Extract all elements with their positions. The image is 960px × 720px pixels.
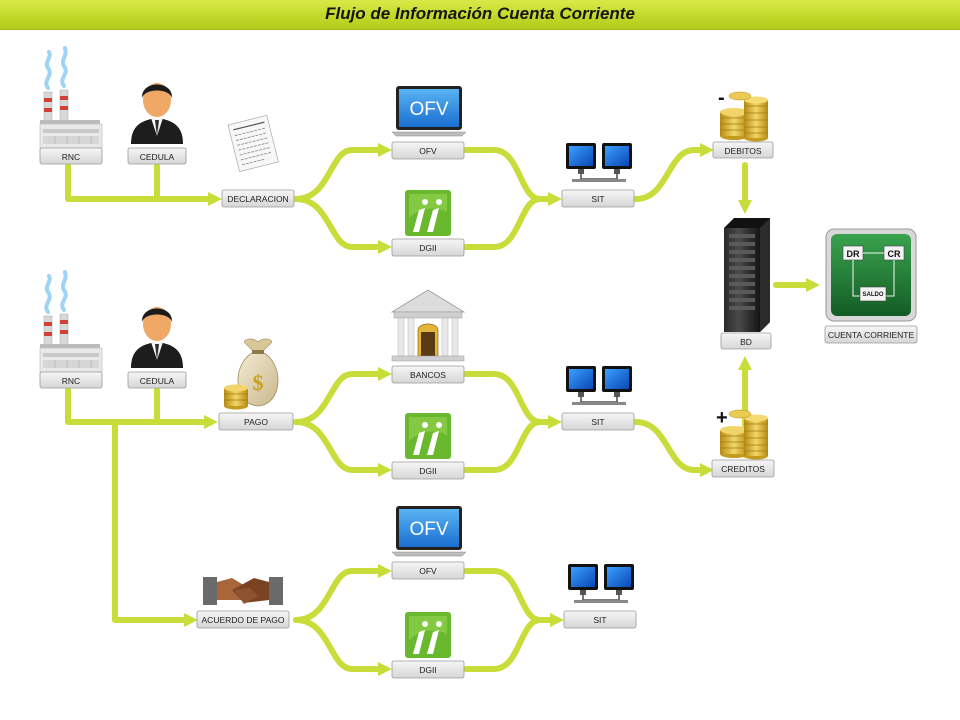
dgii-logo-icon [405, 612, 451, 658]
acuerdo-de-pago-node: ACUERDO DE PAGO [196, 577, 290, 629]
sit-node-3: SIT [563, 563, 637, 629]
cuenta-corriente-node: DR CR SALDO CUENTA CORRIENTE [824, 228, 918, 344]
computer-network-icon [565, 142, 633, 183]
connector-pago-bancos [293, 371, 383, 425]
connector-dgii2-sit [463, 419, 543, 473]
dgii-label: DGII [419, 243, 436, 253]
credit-sign: + [716, 407, 728, 429]
connector-declaracion-dgii [293, 196, 383, 250]
debit-sign: - [718, 87, 725, 109]
connector-dgii3-sit [463, 617, 543, 672]
connector-sit-debitos [633, 147, 705, 202]
dgii-label: DGII [419, 665, 436, 675]
rnc-label: RNC [62, 152, 80, 162]
connector-acuerdo-dgii [293, 617, 383, 672]
factory-icon [38, 270, 104, 374]
server-rack-icon [724, 218, 770, 332]
connector-acuerdo-ofv [293, 568, 383, 623]
ofv-screen-text: OFV [409, 519, 448, 540]
cuenta-corriente-label: CUENTA CORRIENTE [828, 330, 915, 340]
bank-building-icon [390, 289, 466, 362]
cedula-label: CEDULA [140, 152, 175, 162]
connector-sit-creditos [633, 419, 705, 473]
ofv-node-3: OFV OFV [391, 505, 467, 580]
ofv-label: OFV [419, 146, 437, 156]
creditos-label: CREDITOS [721, 464, 765, 474]
connector-bancos-sit [463, 371, 553, 425]
dgii-node-1: DGII [391, 190, 465, 257]
debitos-label: DEBITOS [724, 146, 761, 156]
sit-label: SIT [591, 417, 604, 427]
tax-document-icon [227, 114, 279, 172]
debitos-node: - DEBITOS [712, 87, 774, 159]
sit-node-1: SIT [561, 142, 635, 208]
declaracion-label: DECLARACION [227, 194, 288, 204]
sit-node-2: SIT [561, 365, 635, 431]
acuerdo-de-pago-label: ACUERDO DE PAGO [202, 615, 285, 625]
factory-icon [38, 46, 104, 150]
dgii-logo-icon [405, 413, 451, 459]
money-bag-icon: $ [224, 338, 279, 410]
dr-label: DR [847, 249, 860, 259]
saldo-label: SALDO [863, 292, 884, 298]
connector-ofv3-sit [463, 568, 555, 623]
ofv-label: OFV [419, 566, 437, 576]
connector-arrowheads [184, 143, 820, 676]
ledger-screen-icon: DR CR SALDO [825, 228, 917, 322]
dgii-label: DGII [419, 466, 436, 476]
title-bar: Flujo de Información Cuenta Corriente [0, 0, 960, 30]
rnc-node-2: RNC [38, 270, 104, 389]
cedula-label: CEDULA [140, 376, 175, 386]
cr-label: CR [888, 249, 901, 259]
connector-dgii-sit [463, 196, 543, 250]
svg-text:$: $ [253, 370, 264, 395]
bancos-label: BANCOS [410, 370, 446, 380]
cedula-node-1: CEDULA [127, 83, 187, 165]
handshake-icon [203, 577, 283, 605]
coin-stack-icon [719, 91, 769, 142]
dgii-logo-icon [405, 190, 451, 236]
rnc-node-1: RNC [38, 46, 104, 165]
dgii-node-3: DGII [391, 612, 465, 679]
connector-ofv-sit [463, 147, 553, 202]
connector-rnc-acuerdo [112, 419, 189, 623]
sit-label: SIT [591, 194, 604, 204]
connector-lines [65, 147, 811, 672]
ofv-screen-text: OFV [409, 99, 448, 120]
ofv-node-1: OFV OFV [391, 85, 467, 160]
dgii-node-2: DGII [391, 413, 465, 480]
cedula-node-2: CEDULA [127, 307, 187, 389]
businessman-icon [131, 307, 183, 368]
sit-label: SIT [593, 615, 606, 625]
connector-rnc-declaracion [65, 163, 215, 202]
pago-label: PAGO [244, 417, 268, 427]
creditos-node: + CREDITOS [711, 407, 775, 478]
bd-label: BD [740, 337, 752, 347]
rnc-label: RNC [62, 376, 80, 386]
bd-node: BD [720, 218, 772, 350]
pago-node: $ PAGO [218, 338, 294, 431]
computer-network-icon [567, 563, 635, 604]
connector-declaracion-ofv [293, 147, 383, 202]
connector-pago-dgii [293, 419, 383, 473]
connector-rnc-pago [65, 387, 211, 425]
page-title: Flujo de Información Cuenta Corriente [325, 4, 635, 23]
businessman-icon [131, 83, 183, 144]
computer-network-icon [565, 365, 633, 406]
bancos-node: BANCOS [390, 289, 466, 384]
declaracion-node: DECLARACION [221, 114, 295, 208]
